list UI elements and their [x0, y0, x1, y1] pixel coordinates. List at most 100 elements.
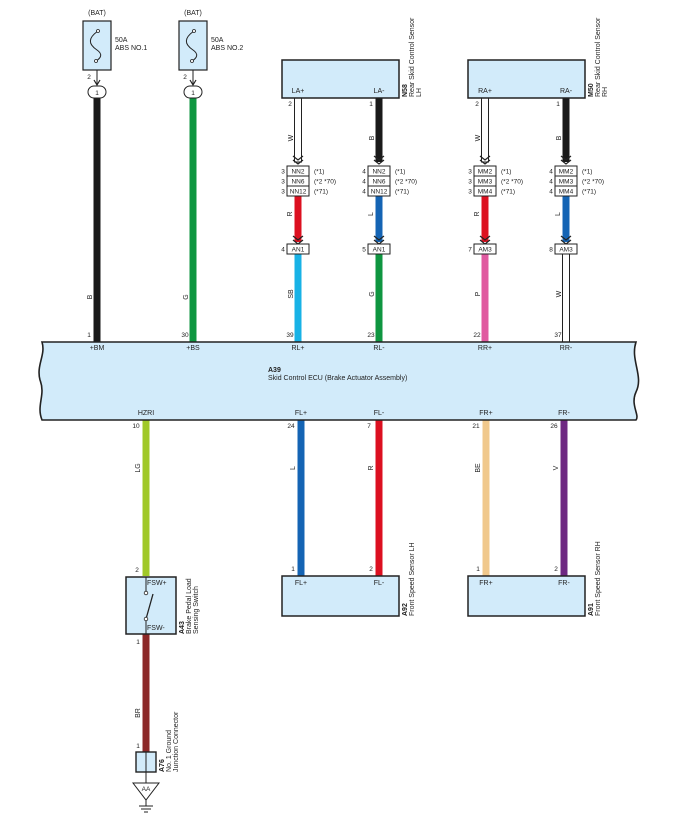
fuse-source-label: (BAT) — [184, 10, 202, 17]
front-sensor-id: A91 — [588, 603, 595, 616]
ecu-pin: 30 — [181, 332, 189, 339]
switch-terminal-label: FSW+ — [147, 580, 167, 587]
joint-connector-name: AM3 — [559, 247, 573, 254]
sensor-pin: 1 — [369, 101, 373, 108]
sensor-terminal-label: FL+ — [295, 580, 307, 587]
sensor-pin: 1 — [291, 566, 295, 573]
front-sensor-wire — [375, 420, 383, 576]
junction-number: 1 — [191, 90, 195, 97]
chevron-mark — [373, 235, 385, 241]
wire-color-label: R — [474, 211, 481, 216]
connector-name: MM3 — [478, 179, 493, 186]
ecu-terminal-label: RL+ — [291, 345, 304, 352]
ecu-pin: 39 — [286, 332, 294, 339]
connector-pin: 4 — [362, 179, 366, 186]
connector-pin: 4 — [362, 169, 366, 176]
wire-color-label: L — [368, 212, 375, 216]
sensor-terminal-label: FR+ — [479, 580, 492, 587]
front-sensor-wire — [297, 420, 305, 576]
switch-id: A43 — [179, 621, 186, 634]
connector-note: (*2 *70) — [395, 179, 417, 186]
mid-wire — [294, 196, 302, 242]
switch-pin: 1 — [136, 639, 140, 646]
connector-note: (*1) — [501, 169, 511, 176]
wire-color-label: G — [369, 291, 376, 296]
ecu-pin: 23 — [367, 332, 375, 339]
sensor-pin: 2 — [475, 101, 479, 108]
ecu-box — [38, 341, 640, 421]
lower-wire — [294, 254, 302, 342]
wire-color-label: B — [556, 135, 563, 140]
ecu-terminal-label: FL- — [374, 410, 385, 417]
chevron-mark — [560, 235, 572, 241]
sensor-pin: 1 — [556, 101, 560, 108]
ecu-pin: 7 — [367, 423, 371, 430]
front-sensor-name: Front Speed Sensor LH — [409, 542, 416, 616]
wire-color-label: P — [475, 291, 482, 296]
wire-color-label: V — [553, 465, 560, 470]
joint-connector-name: AN1 — [373, 247, 386, 254]
sensor-terminal-label: RA- — [560, 88, 573, 95]
chevron-mark — [292, 155, 304, 161]
connector-chevron-icon — [479, 155, 491, 165]
wire-color-label: BE — [475, 463, 482, 473]
connector-box — [367, 185, 391, 197]
connector-chevron-icon — [373, 155, 385, 165]
joint-connector-pin: 4 — [281, 247, 285, 254]
chevron-mark — [373, 155, 385, 161]
connector-name: MM2 — [478, 169, 493, 176]
switch-pin: 2 — [135, 567, 139, 574]
chevron-mark — [479, 159, 491, 165]
connector-note: (*71) — [582, 189, 596, 196]
junction-oval — [87, 85, 107, 99]
fuse-rating: 50A — [115, 37, 128, 44]
connector-note: (*1) — [395, 169, 405, 176]
connector-name: NN2 — [372, 169, 385, 176]
sensor-pin: 2 — [369, 566, 373, 573]
chevron-mark — [373, 159, 385, 165]
wire-bm — [93, 98, 101, 342]
ecu-terminal-label: +BS — [186, 345, 200, 352]
chevron-mark — [479, 235, 491, 241]
fuse-box — [82, 20, 112, 71]
wire-color-label: G — [183, 294, 190, 299]
wire-color-label: SB — [288, 289, 295, 299]
fuse-terminal — [94, 59, 98, 63]
ecu-pin: 37 — [554, 332, 562, 339]
fuse-element-icon — [185, 30, 198, 62]
joint-connector-box — [286, 243, 310, 255]
ecu-terminal-label: +BM — [90, 345, 105, 352]
fuse-pin: 2 — [87, 74, 91, 81]
connector-name: MM2 — [559, 169, 574, 176]
wire-color-label: W — [475, 134, 482, 141]
connector-note: (*2 *70) — [501, 179, 523, 186]
fuse-name: ABS NO.1 — [115, 45, 147, 52]
fuse-name: ABS NO.2 — [211, 45, 243, 52]
rear-sensor-side: RH — [602, 87, 609, 97]
connector-pin: 4 — [549, 189, 553, 196]
joint-connector-box — [554, 243, 578, 255]
switch-name: Brake Pedal Load — [186, 578, 193, 634]
wire-color-label: B — [87, 294, 94, 299]
fuse-terminal — [190, 59, 194, 63]
connector-box — [554, 185, 578, 197]
fuse-terminal — [192, 29, 196, 33]
joint-connector-box — [367, 243, 391, 255]
ecu-terminal-label: FR+ — [479, 410, 492, 417]
sensor-terminal-label: FL- — [374, 580, 385, 587]
connector-pin: 3 — [281, 169, 285, 176]
ecu-name: Skid Control ECU (Brake Actuator Assembl… — [268, 375, 407, 382]
wire-color-label: LG — [135, 463, 142, 472]
connector-pin: 3 — [281, 189, 285, 196]
joint-connector-box — [473, 243, 497, 255]
ecu-id: A39 — [268, 367, 281, 374]
sensor-terminal-label: LA- — [374, 88, 386, 95]
rear-sensor-name: Rear Skid Control Sensor — [595, 17, 602, 97]
sensor-terminal-label: FR- — [558, 580, 570, 587]
ground-triangle — [131, 782, 161, 801]
switch-name: Sensing Switch — [193, 586, 200, 634]
sensor-wire — [481, 97, 489, 163]
ground-connector-id: A76 — [159, 759, 166, 772]
